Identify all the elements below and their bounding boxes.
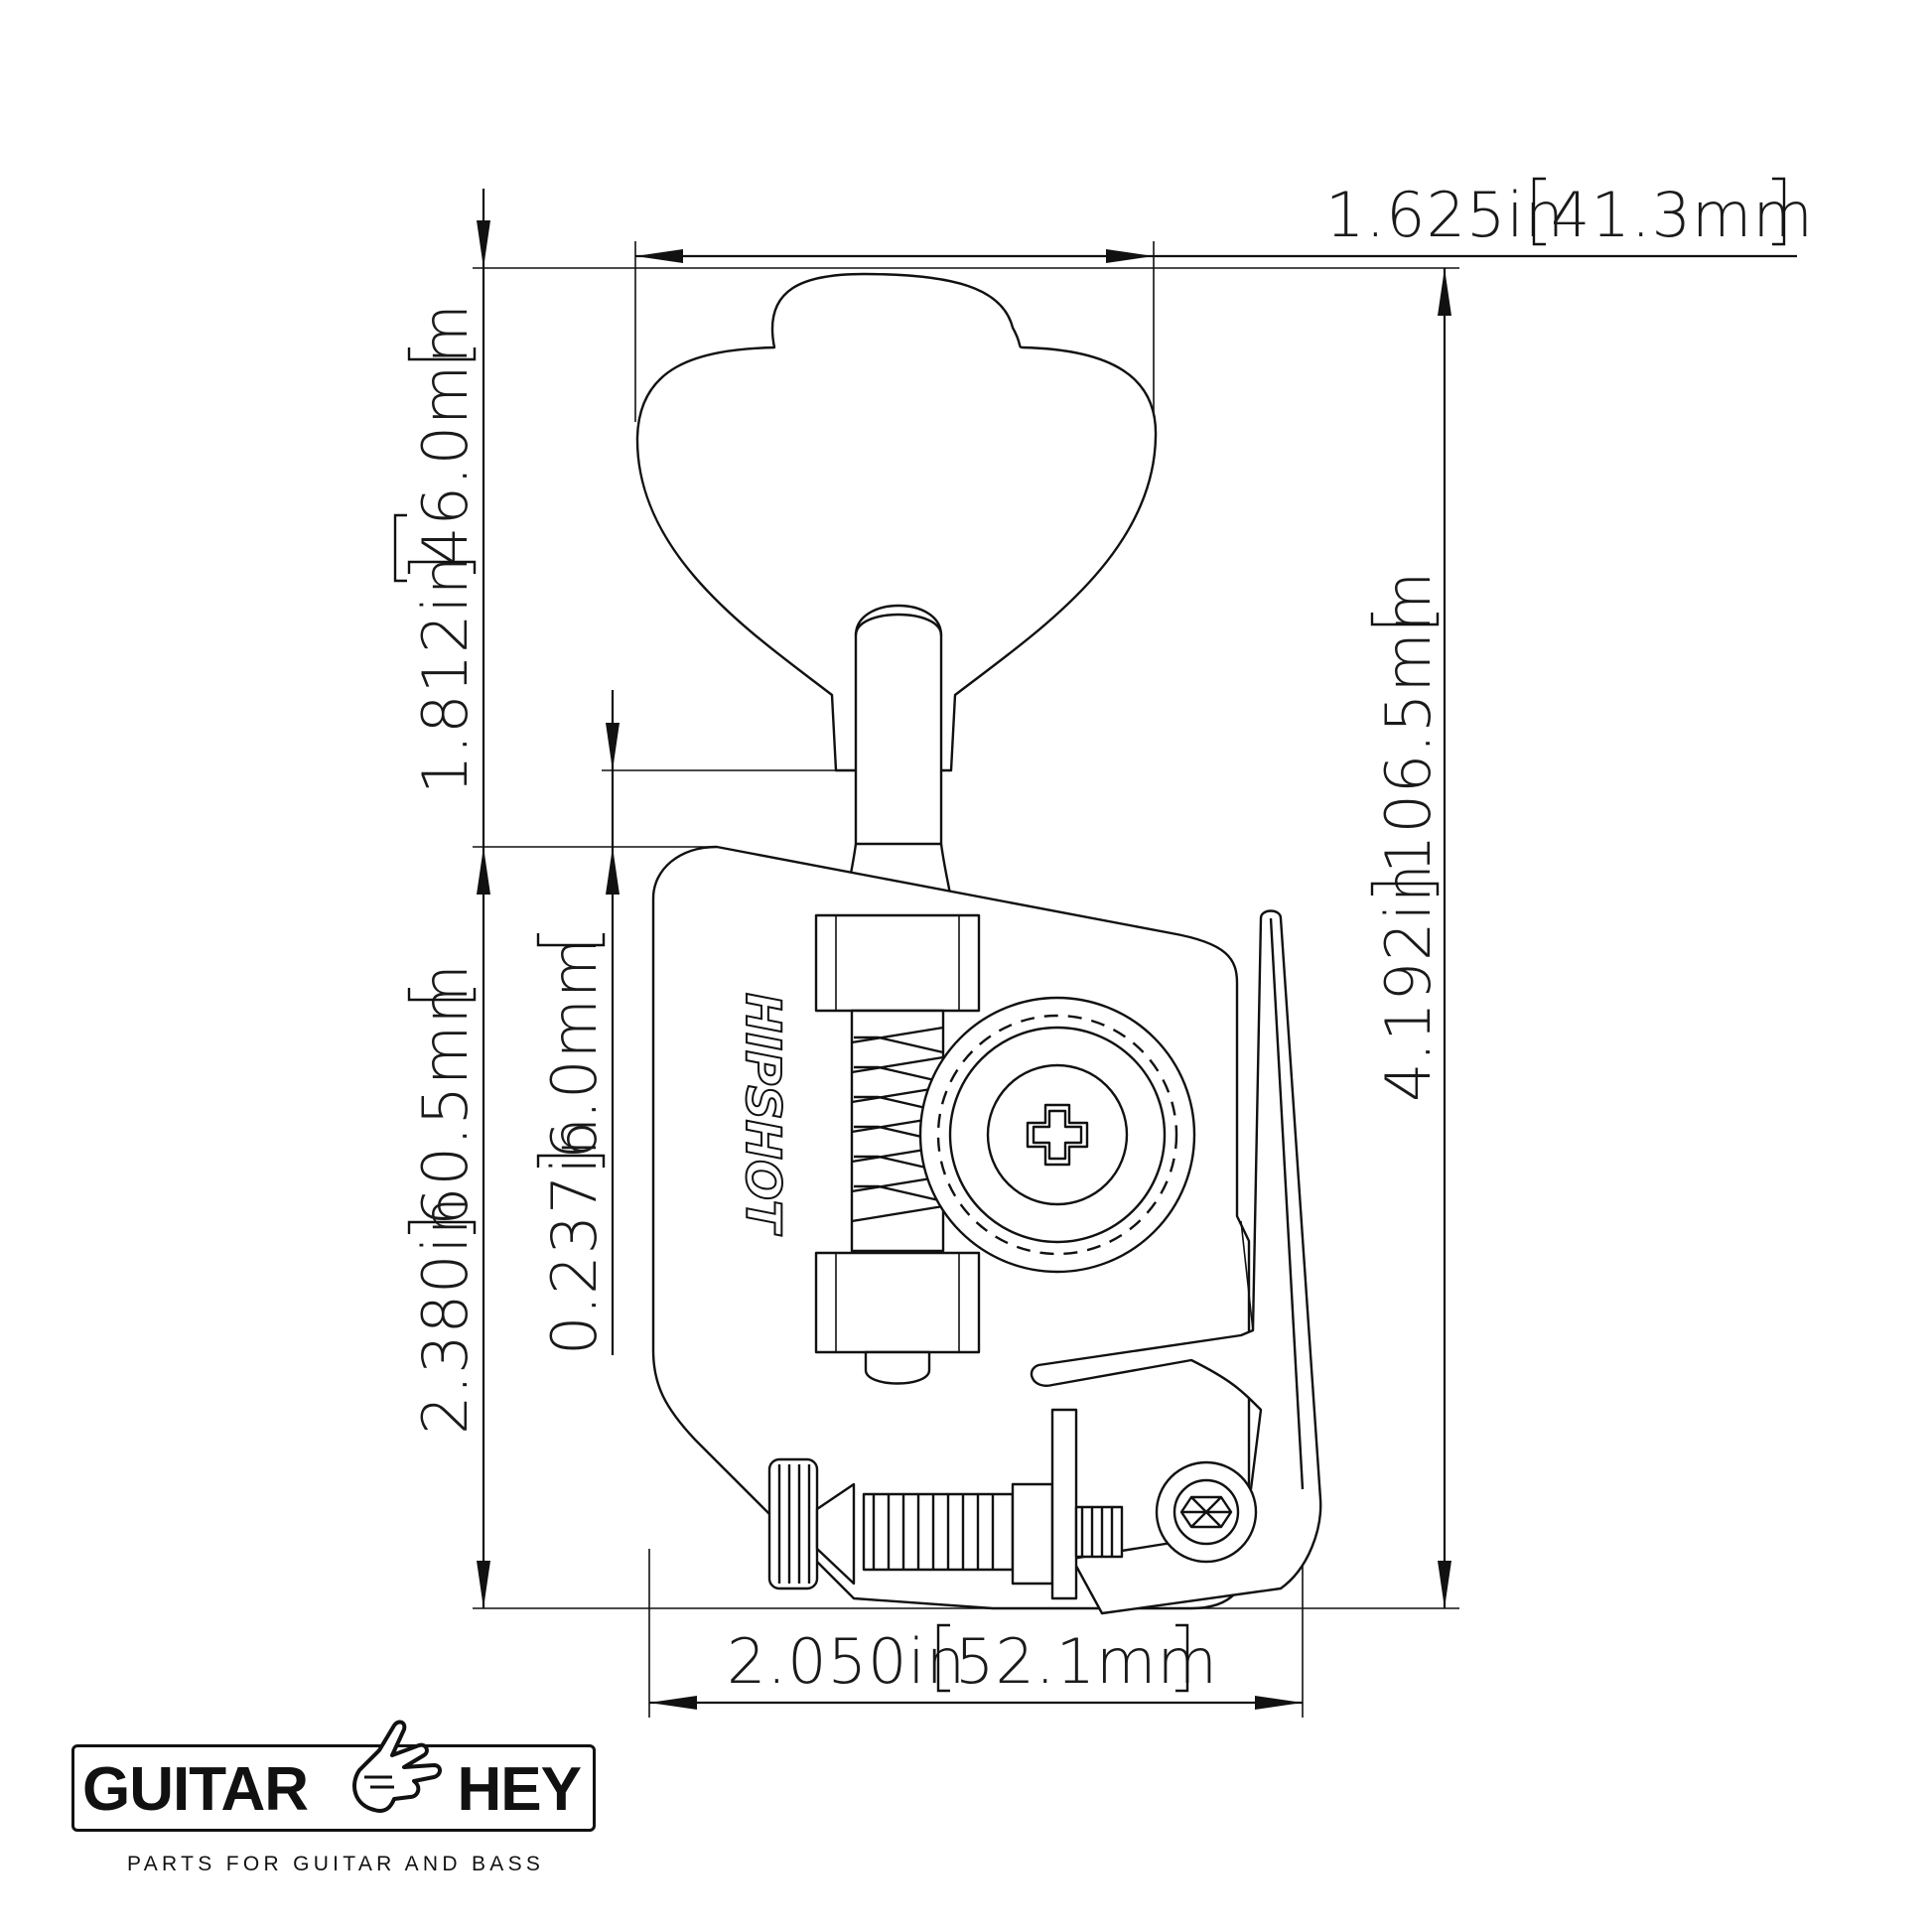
height-left-lower-inch: 2.380in (409, 1195, 482, 1435)
dimension-height-total (1438, 268, 1451, 1608)
width-top-mm: 41.3mm (1551, 179, 1814, 251)
dimension-offset-small (602, 690, 854, 1355)
nut-lower (814, 1251, 981, 1354)
offset-small-mm: 6.0mm (538, 937, 611, 1160)
height-total-inch: 4.192in (1372, 863, 1445, 1102)
height-left-upper-inch: 1.812in (409, 555, 482, 794)
dimension-width-top: 1.625in 41.3mm (634, 177, 1814, 422)
height-total-mm: 106.5mm (1372, 571, 1445, 874)
width-bottom-mm: 52.1mm (955, 1625, 1218, 1698)
dimension-height-left (473, 189, 1459, 1609)
pivot-bolt (1155, 1460, 1258, 1564)
logo-tagline: PARTS FOR GUITAR AND BASS (127, 1853, 545, 1875)
height-left-upper-mm: 46.0mm (409, 303, 482, 566)
worm-gear (918, 996, 1196, 1274)
tuner-key-head (635, 272, 1158, 772)
brand-label: HIPSHOT (735, 993, 790, 1236)
logo-left-text: GUITAR (82, 1755, 309, 1824)
width-bottom-inch: 2.050in (727, 1625, 966, 1698)
tuner-shaft (854, 604, 943, 846)
nut-upper (814, 913, 981, 1013)
height-left-lower-mm: 60.5mm (409, 963, 482, 1226)
dimension-width-bottom: 2.050in 52.1mm (648, 1549, 1304, 1718)
tension-knob (767, 1457, 819, 1590)
tension-spring (815, 1408, 1124, 1600)
height-left-lower-label: 2.380in (409, 1195, 482, 1435)
guitarhey-logo: GUITAR HEY (71, 1720, 596, 1832)
width-top-inch: 1.625in (1325, 179, 1565, 251)
rock-hand-icon (352, 1720, 442, 1813)
logo-right-text: HEY (457, 1755, 582, 1824)
height-left-upper-label: 1.812in (393, 513, 482, 794)
